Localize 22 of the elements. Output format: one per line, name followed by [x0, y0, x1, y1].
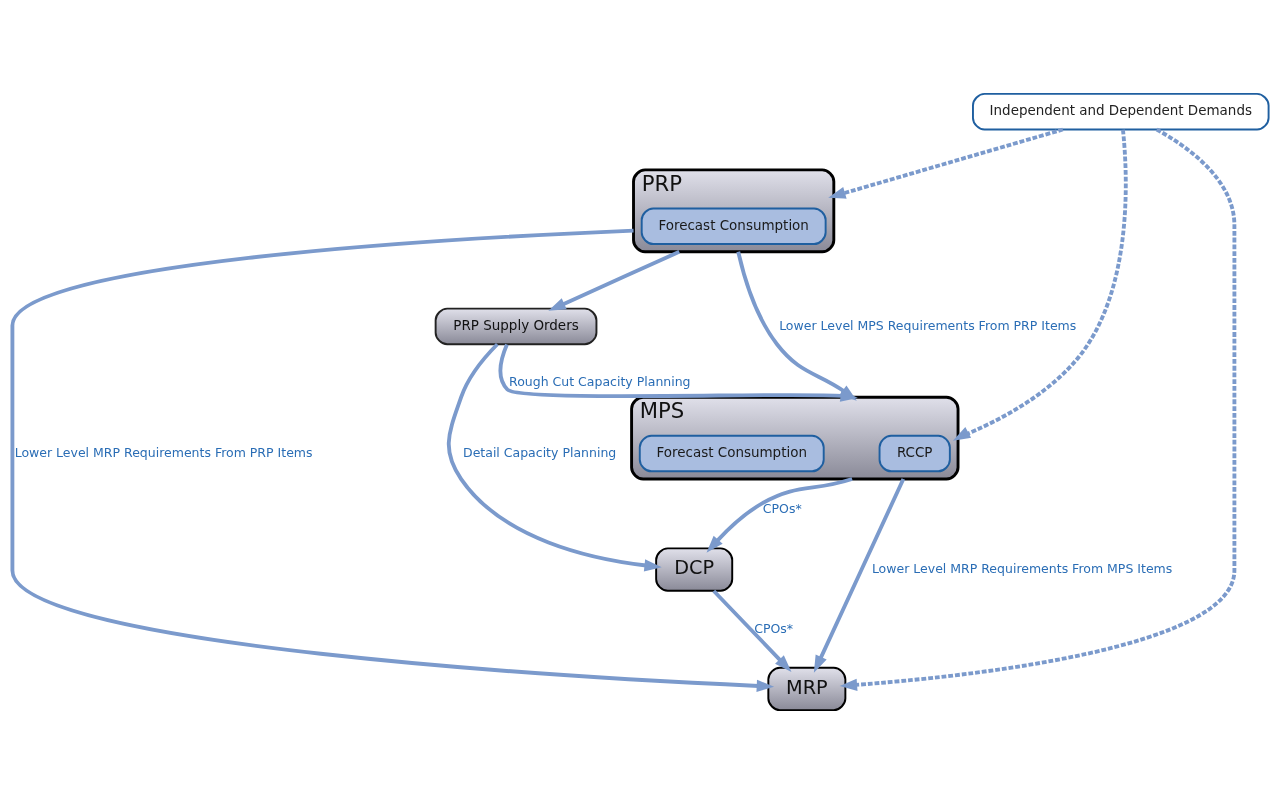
node-box: Independent and Dependent Demands: [972, 92, 1270, 131]
edge-label: Lower Level MRP Requirements From MPS Items: [871, 560, 1173, 576]
arrow: [446, 342, 662, 572]
node-box: Forecast Consumption: [640, 207, 827, 246]
arrow: [813, 478, 906, 673]
node-box: Forecast Consumption: [638, 434, 825, 473]
arrow: [828, 127, 1064, 199]
edge-label: Lower Level MPS Requirements From PRP Items: [779, 317, 1077, 333]
edge-label: Detail Capacity Planning: [463, 444, 617, 460]
node-box: MRP: [767, 666, 847, 712]
arrow: [548, 250, 681, 311]
edge-label: CPOs*: [754, 620, 794, 636]
node-box: PRP Supply Orders: [434, 307, 598, 346]
node-box: DCP: [655, 547, 734, 592]
node-box: RCCP: [878, 434, 951, 473]
arrow: [952, 129, 1128, 441]
arrow: [10, 228, 775, 692]
edge-label: Rough Cut Capacity Planning: [509, 374, 691, 390]
arrow: [712, 589, 792, 672]
arrow: [706, 477, 853, 553]
edge-label: CPOs*: [762, 501, 802, 517]
edge-label: Lower Level MRP Requirements From PRP Items: [14, 444, 313, 460]
